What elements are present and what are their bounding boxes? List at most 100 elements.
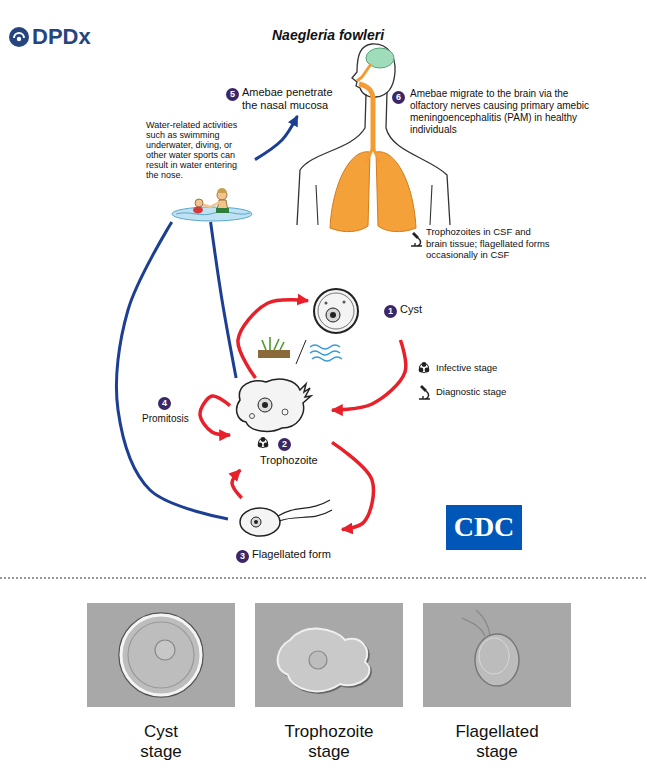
callout-number: 2 <box>278 438 291 451</box>
stage-label: Flagellated form <box>252 548 331 561</box>
infection-route <box>211 222 237 378</box>
dotted-separator <box>0 577 647 578</box>
trophozoite-stage: 2Trophozoite <box>230 378 332 470</box>
cell-body <box>237 379 311 431</box>
cyst-inner-wall <box>318 293 354 329</box>
biohazard-lobe <box>258 443 263 448</box>
cyst-stage: 1Cyst <box>308 284 425 340</box>
biohazard-lobe <box>425 368 430 373</box>
body-outline <box>386 92 450 225</box>
nucleolus <box>330 312 336 318</box>
habitat-icon <box>258 337 342 364</box>
life-cycle-arrow <box>238 300 308 378</box>
biohazard-lobe <box>261 437 266 442</box>
diagnostic-symbol <box>419 385 430 399</box>
cell-highlight <box>479 638 509 674</box>
cyst-photo <box>87 603 235 707</box>
cyst-figure <box>314 289 358 333</box>
diagnostic-icon <box>411 232 422 246</box>
dpdx-icon <box>9 27 29 47</box>
stage-label: Amebae migrate to the brain via the olfa… <box>410 88 592 136</box>
callout-number: 4 <box>158 397 171 410</box>
swimmer-shorts <box>216 208 229 213</box>
nucleus <box>258 398 272 412</box>
vacuole <box>282 409 288 415</box>
granule <box>325 302 328 305</box>
legend-text: Diagnostic stage <box>436 386 506 398</box>
slash <box>296 340 306 364</box>
flagellate-photo <box>423 603 571 707</box>
microscope-base <box>419 391 430 399</box>
left-lung <box>330 152 370 232</box>
photo-ground <box>87 603 235 707</box>
edge-label: Promitosis <box>142 413 189 425</box>
water-wave <box>176 212 250 215</box>
nucleus <box>155 640 175 660</box>
logo-dot <box>17 37 21 41</box>
biohazard-lobe <box>264 443 269 448</box>
flagella <box>278 500 332 521</box>
microscope-tube <box>420 385 427 392</box>
right-lung <box>376 152 416 232</box>
biohazard-lobe <box>422 362 427 367</box>
trophozoite-figure <box>237 379 311 431</box>
swimmer-figure <box>172 188 252 221</box>
connectors <box>116 116 405 530</box>
photo-caption: Trophozoite stage <box>284 722 373 762</box>
cyst-wall <box>121 615 201 695</box>
photo-caption: Cyst stage <box>140 722 182 762</box>
entry-note: 5Amebae penetrate the nasal mucosa <box>226 86 345 116</box>
cdc-logo-text: CDC <box>446 507 522 547</box>
infection-route <box>255 116 297 160</box>
nucleolus <box>262 402 268 408</box>
logo-text: DPDx <box>32 24 91 50</box>
callout-number: 1 <box>384 305 397 318</box>
cdc-logo-ground <box>446 505 522 550</box>
infective-symbol <box>419 362 430 372</box>
olfactory-path <box>357 64 371 81</box>
granule <box>343 301 346 304</box>
cyst-wall <box>314 289 358 333</box>
biohazard-lobe <box>419 368 424 373</box>
diagnostic-note: Trophozoites in CSF and brain tissue; fl… <box>426 226 551 261</box>
life-cycle-arrow <box>332 340 406 410</box>
activity-note: Water-related activities such as swimmin… <box>144 118 255 222</box>
cell-body <box>240 508 280 536</box>
life-cycle-arrow <box>232 470 242 498</box>
callout-number: 6 <box>392 91 405 104</box>
arm-outline <box>316 185 432 225</box>
photo-ground <box>255 603 403 707</box>
cell-body <box>475 634 519 686</box>
legend-icons <box>419 362 430 399</box>
swimmer-arm <box>204 202 220 207</box>
callout-number: 5 <box>226 88 239 101</box>
photo-ground <box>423 603 571 707</box>
water <box>172 207 252 221</box>
photo-caption: Flagellated stage <box>455 722 538 762</box>
stage-label: Cyst <box>400 303 422 316</box>
bronchi <box>366 148 380 162</box>
flagellate-stage: 3Flagellated form <box>228 498 342 568</box>
flagellate-figure <box>240 500 332 536</box>
flagella <box>462 610 490 636</box>
callout-number: 3 <box>236 550 249 563</box>
soil <box>258 350 290 358</box>
water-waves <box>310 345 342 361</box>
microscope-base <box>411 238 422 246</box>
grass <box>262 337 284 350</box>
vacuole <box>250 414 255 419</box>
trophozoite-photo <box>255 603 403 707</box>
nucleus <box>326 308 340 322</box>
life-cycle-arrow <box>332 442 373 529</box>
airway <box>359 84 373 150</box>
legend-text: Infective stage <box>436 362 497 374</box>
cyst-shadow <box>119 613 203 697</box>
nucleolus <box>254 520 258 524</box>
life-cycle-arrow <box>200 396 230 435</box>
infection-route <box>116 222 228 519</box>
cell-body <box>278 629 370 692</box>
human-figure <box>297 44 450 232</box>
stage-label: Water-related activities such as swimmin… <box>146 120 252 180</box>
diagram-title: Naegleria fowleri <box>272 26 384 44</box>
